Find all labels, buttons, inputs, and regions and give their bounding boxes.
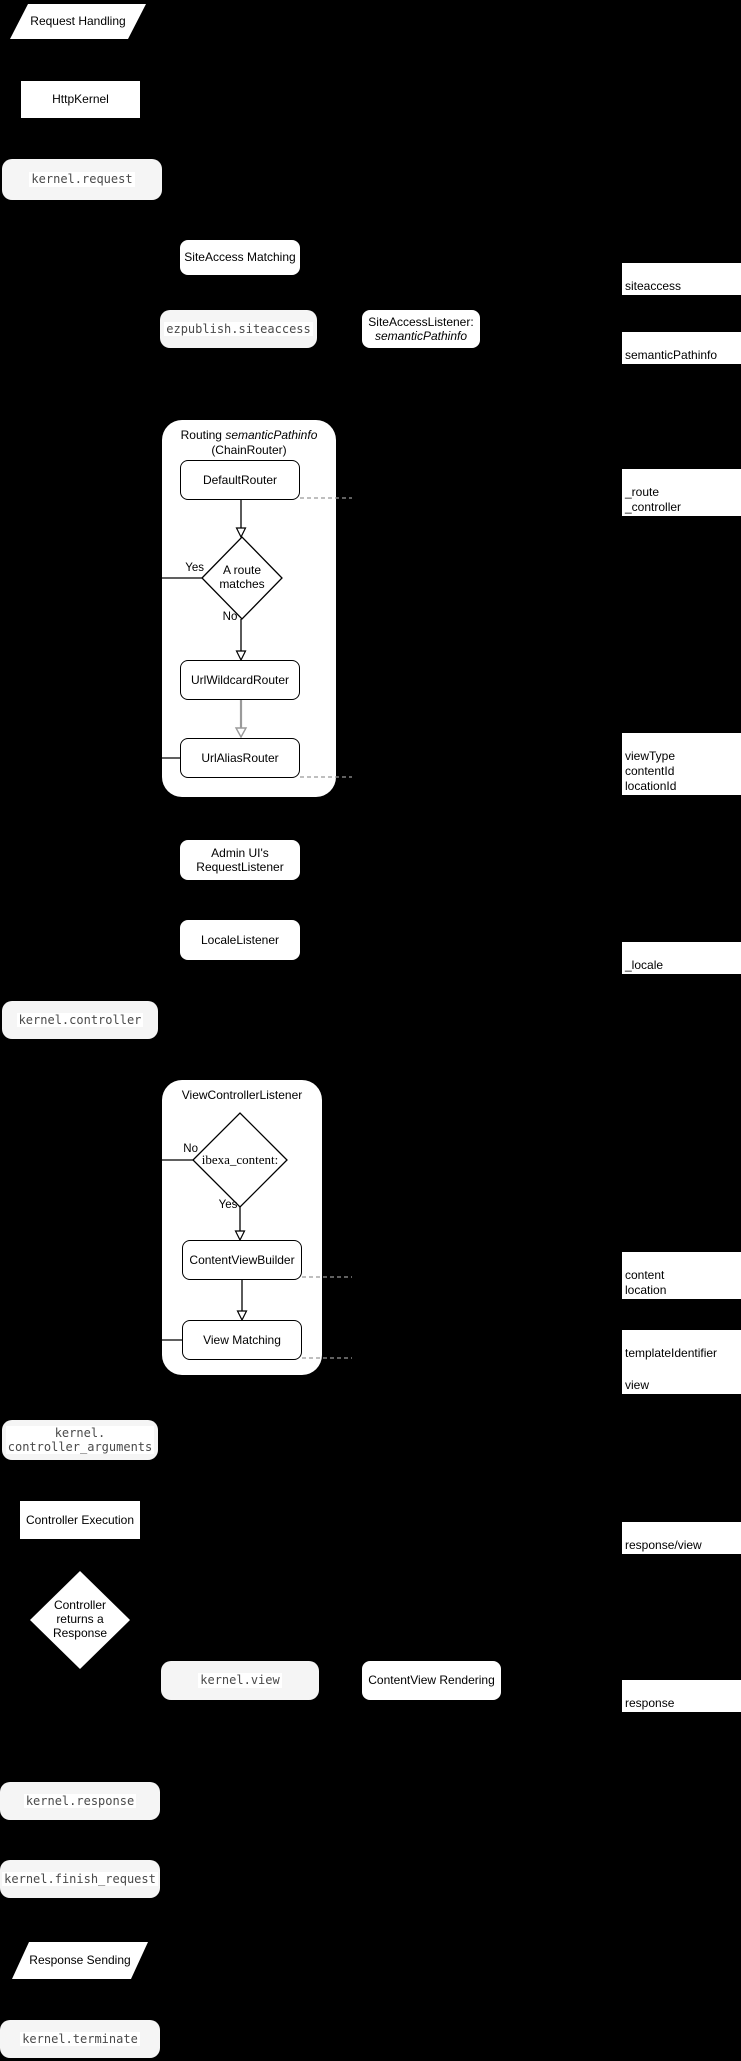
route-matches-diamond: [201, 536, 283, 620]
urlalias-router-node: UrlAliasRouter: [180, 738, 300, 778]
side-label-semantic-pathinfo: semanticPathinfo: [622, 332, 741, 364]
request-handling-node: Request Handling: [10, 4, 146, 39]
default-router-label: DefaultRouter: [202, 472, 278, 487]
controller-execution-label: Controller Execution: [25, 1512, 135, 1527]
kernel-terminate-label: kernel.terminate: [20, 2031, 140, 2047]
httpkernel-node: HttpKernel: [21, 81, 140, 118]
kernel-controller-label: kernel.controller: [16, 1012, 144, 1028]
contentview-builder-label: ContentViewBuilder: [189, 1252, 295, 1267]
contentview-rendering-node: ContentView Rendering: [362, 1661, 501, 1700]
kernel-finish-request-label: kernel.finish_request: [2, 1871, 158, 1887]
arrowhead-contentviewbuilder-top: [234, 1230, 246, 1242]
contentview-builder-node: ContentViewBuilder: [182, 1240, 302, 1280]
arrowhead-urlalias-top: [234, 727, 248, 739]
kernel-view-event: kernel.view: [161, 1661, 319, 1700]
controller-execution-node: Controller Execution: [20, 1501, 140, 1539]
arrowhead-viewmatching-top: [236, 1310, 248, 1322]
kernel-controller-arguments-label: kernel.controller_arguments: [5, 1425, 155, 1455]
kernel-request-event: kernel.request: [2, 159, 162, 200]
kernel-controller-arguments-event: kernel.controller_arguments: [2, 1420, 158, 1460]
adminui-requestlistener-node: Admin UI's RequestListener: [180, 840, 300, 880]
urlalias-router-label: UrlAliasRouter: [201, 750, 279, 765]
ibexa-content-diamond: [192, 1112, 288, 1208]
ibexa-content-yes-label: Yes: [218, 1199, 238, 1211]
side-label-response-view: response/view: [622, 1522, 741, 1554]
route-matches-yes-label: Yes: [185, 562, 204, 574]
view-matching-node: View Matching: [182, 1320, 302, 1360]
arrowhead-diamond-top: [235, 527, 247, 539]
kernel-response-label: kernel.response: [23, 1793, 137, 1809]
controller-returns-text: Controller returns a Response: [52, 1598, 108, 1640]
side-label-content-location: content location: [622, 1252, 741, 1299]
route-matches-text: A route matches: [219, 563, 265, 591]
side-label-locale: _locale: [622, 942, 741, 974]
adminui-requestlistener-label: Admin UI's RequestListener: [196, 845, 284, 874]
view-controller-listener-title: ViewControllerListener: [181, 1088, 303, 1102]
siteaccess-matching-node: SiteAccess Matching: [180, 240, 300, 275]
side-label-route-controller: _route _controller: [622, 469, 741, 516]
siteaccess-matching-label: SiteAccess Matching: [184, 250, 296, 265]
siteaccess-listener-node: SiteAccessListener: semanticPathinfo: [362, 310, 480, 348]
httpkernel-label: HttpKernel: [52, 92, 109, 107]
response-sending-label: Response Sending: [29, 1952, 131, 1967]
side-label-viewtype: viewType contentId locationId: [622, 733, 741, 795]
route-matches-no-label: No: [222, 611, 238, 623]
kernel-controller-event: kernel.controller: [2, 1001, 158, 1039]
default-router-node: DefaultRouter: [180, 460, 300, 500]
kernel-response-event: kernel.response: [0, 1782, 160, 1820]
locale-listener-node: LocaleListener: [180, 920, 300, 960]
kernel-view-label: kernel.view: [198, 1673, 282, 1688]
ibexa-content-no-label: No: [183, 1143, 198, 1155]
side-label-siteaccess: siteaccess: [622, 263, 741, 295]
side-label-view: view: [622, 1362, 741, 1394]
request-handling-parallelogram: [10, 4, 146, 39]
side-label-response: response: [622, 1680, 741, 1712]
request-handling-label: Request Handling: [30, 13, 126, 28]
siteaccess-listener-label: SiteAccessListener: semanticPathinfo: [368, 314, 474, 343]
ezpublish-siteaccess-label: ezpublish.siteaccess: [164, 321, 313, 337]
ibexa-content-text: ibexa_content:: [201, 1151, 279, 1167]
contentview-rendering-label: ContentView Rendering: [368, 1673, 495, 1688]
kernel-terminate-event: kernel.terminate: [0, 2020, 160, 2058]
routing-container-title: Routing semanticPathinfo (ChainRouter): [180, 428, 318, 457]
ezpublish-siteaccess-event: ezpublish.siteaccess: [160, 310, 317, 348]
urlwildcard-router-node: UrlWildcardRouter: [180, 660, 300, 700]
locale-listener-label: LocaleListener: [200, 932, 280, 947]
kernel-finish-request-event: kernel.finish_request: [0, 1860, 160, 1898]
response-sending-node: Response Sending: [12, 1942, 148, 1979]
arrowhead-urlwildcard-top: [235, 650, 247, 662]
response-sending-parallelogram: [12, 1942, 148, 1979]
view-matching-label: View Matching: [203, 1332, 281, 1347]
controller-returns-diamond: [30, 1571, 130, 1669]
kernel-request-label: kernel.request: [29, 172, 135, 187]
urlwildcard-router-label: UrlWildcardRouter: [190, 672, 290, 687]
